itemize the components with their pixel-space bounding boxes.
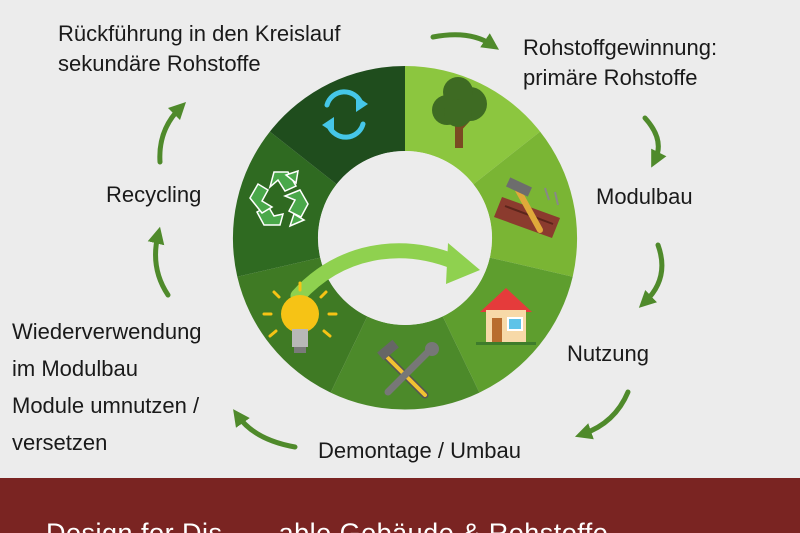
house-icon [476, 288, 536, 345]
cycle-diagram [147, 32, 667, 450]
center-arrow-head [446, 243, 480, 284]
label-demontage: Demontage / Umbau [318, 438, 521, 463]
center-arrow [290, 243, 463, 304]
cycle-arrows-icon [322, 89, 368, 140]
hammer-plank-icon [494, 177, 560, 238]
label-nutzung: Nutzung [567, 341, 649, 366]
tree-icon [432, 77, 487, 148]
label-modulbau: Modulbau [596, 184, 693, 209]
segment-recycling [232, 131, 337, 277]
segment-demontage [330, 316, 480, 410]
tools-icon [377, 339, 439, 399]
label-recovery: Rückführung in den Kreislauf sekundäre R… [58, 21, 341, 76]
label-extraction: Rohstoffgewinnung: primäre Rohstoffe [523, 35, 718, 90]
recycle-icon [249, 169, 309, 228]
footer-text: Design for Dis... ...able Gebäude & Rohs… [46, 518, 609, 533]
segment-rueckfuehrung [269, 66, 405, 185]
segment-extraction [405, 66, 541, 185]
label-recycling: Recycling [106, 182, 202, 207]
lightbulb-icon [262, 281, 338, 353]
label-reuse: Wiederverwendung im Modulbau Module umnu… [12, 319, 202, 455]
footer-banner: Design for Dis... ...able Gebäude & Rohs… [0, 478, 800, 533]
cycle-arrows [147, 32, 667, 450]
